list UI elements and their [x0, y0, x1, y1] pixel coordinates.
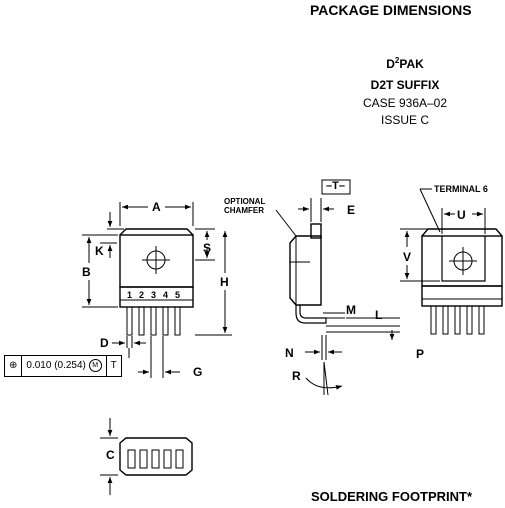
dim-label-h: H — [220, 275, 229, 289]
front-leads — [126, 306, 181, 336]
pin-label: 3 — [151, 290, 157, 300]
dim-label-k: K — [95, 244, 104, 258]
dim-label-d: D — [100, 336, 109, 350]
package-name: D2PAK — [386, 56, 424, 71]
dim-label-m: M — [346, 303, 356, 317]
dim-label-p: P — [416, 347, 425, 361]
pin-label: 4 — [163, 290, 169, 300]
bottom-view — [100, 418, 193, 495]
terminal-6-label: TERMINAL 6 — [434, 184, 488, 194]
soldering-footprint-title: SOLDERING FOOTPRINT* — [311, 489, 473, 504]
modifier-m: M — [88, 358, 102, 372]
dim-label-a: A — [152, 200, 161, 214]
back-view — [400, 188, 503, 335]
dim-label-l: L — [375, 308, 383, 322]
package-issue: ISSUE C — [380, 113, 429, 127]
dim-label-u: U — [457, 208, 466, 222]
dim-label-r: R — [292, 369, 301, 383]
pin-label: 5 — [175, 290, 181, 300]
pin-label: 1 — [127, 290, 133, 300]
package-suffix: D2T SUFFIX — [370, 78, 440, 92]
tolerance-value: 0.010 (0.254) — [26, 360, 86, 371]
dim-label-c: C — [106, 448, 115, 462]
position-icon: ⊕ — [5, 356, 23, 376]
tolerance-frame: ⊕ 0.010 (0.254) M T — [4, 355, 122, 377]
front-view — [82, 202, 232, 378]
datum-t-label: –T– — [326, 180, 345, 192]
dim-label-s: S — [203, 241, 212, 255]
side-view — [275, 179, 400, 396]
page-title: PACKAGE DIMENSIONS — [310, 2, 472, 18]
dim-label-g: G — [193, 365, 203, 379]
dim-label-b: B — [82, 265, 91, 279]
dim-label-n: N — [285, 346, 294, 360]
pin-label: 2 — [139, 290, 145, 300]
dim-label-e: E — [347, 203, 356, 217]
datum-t: T — [110, 360, 117, 371]
dim-label-v: V — [403, 250, 412, 264]
package-case: CASE 936A–02 — [362, 96, 448, 110]
